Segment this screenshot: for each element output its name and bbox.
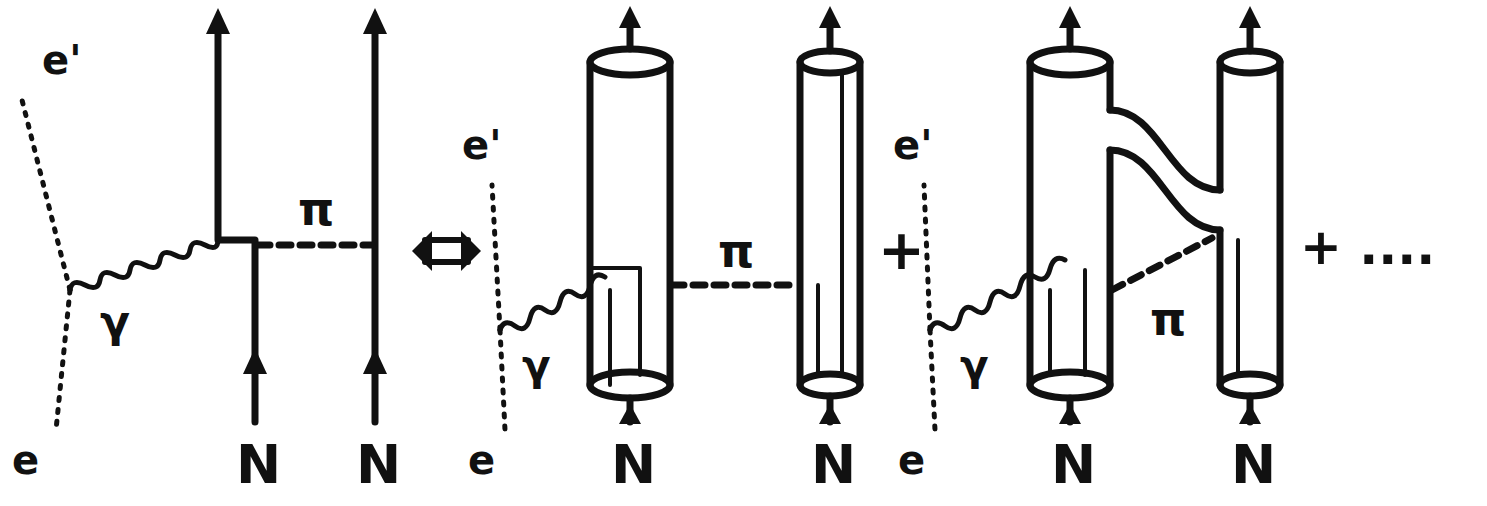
electron-line: [56, 290, 70, 430]
continuation-label: + ....: [1300, 222, 1435, 272]
electron-line: [930, 330, 935, 430]
joined-tube: [1110, 110, 1220, 230]
arrowheads: [206, 6, 1261, 424]
nucleon-tube: [1220, 22, 1280, 422]
electron-label: e: [468, 440, 495, 480]
nucleon-tube: [1030, 22, 1110, 422]
pion-label: π: [718, 228, 754, 274]
photon-label: γ: [522, 345, 551, 387]
nucleon-label: N: [236, 438, 281, 492]
pion-line: [672, 282, 798, 289]
photon-line: [930, 258, 1065, 330]
photon-label: γ: [960, 345, 989, 387]
pion-line: [258, 242, 372, 249]
nucleon-label: N: [1051, 438, 1096, 492]
nucleon-label: N: [356, 438, 401, 492]
electron-label: e: [898, 440, 925, 480]
photon-label: γ: [100, 300, 130, 344]
photon-line: [70, 240, 218, 290]
pion-label: π: [298, 186, 334, 232]
electron-line: [22, 100, 70, 290]
nucleon-label: N: [1231, 438, 1276, 492]
nucleon-tube: [590, 22, 670, 422]
nucleon-label: N: [611, 438, 656, 492]
plus-sign: +: [878, 222, 925, 278]
nucleon-label: N: [811, 438, 856, 492]
electron-label: e: [12, 440, 39, 480]
pion-line: [1112, 238, 1212, 290]
electron-line: [492, 185, 500, 330]
electron-line: [500, 330, 505, 430]
electron-label: e': [462, 125, 501, 165]
electron-label: e': [893, 125, 932, 165]
pion-label: π: [1150, 296, 1186, 342]
nucleon-tube: [800, 22, 860, 422]
electron-label: e': [42, 40, 81, 80]
